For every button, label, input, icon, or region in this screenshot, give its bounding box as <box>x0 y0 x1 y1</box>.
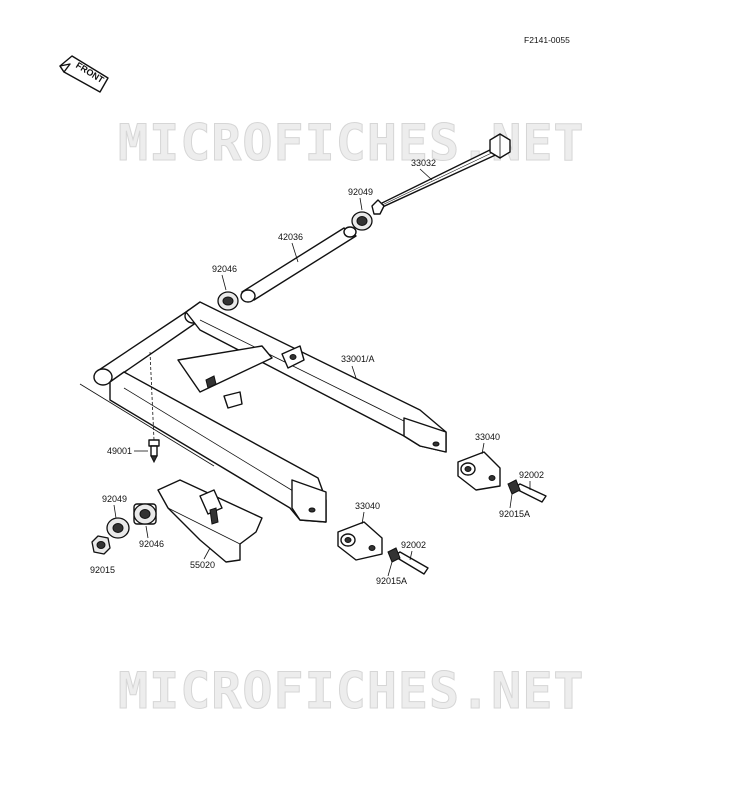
label-92002-right: 92002 <box>519 470 544 480</box>
label-49001: 49001 <box>107 446 132 456</box>
adjuster-33040-right <box>457 451 501 491</box>
label-92015A-mid: 92015A <box>376 576 407 586</box>
label-33032: 33032 <box>411 158 436 168</box>
label-92046-left: 92046 <box>139 539 164 549</box>
swingarm-33001A <box>93 301 447 523</box>
label-33040-right: 33040 <box>475 432 500 442</box>
nut-92015-left <box>91 535 111 555</box>
grease-fitting-49001 <box>148 351 160 464</box>
label-33001A: 33001/A <box>341 354 375 364</box>
label-55020: 55020 <box>190 560 215 570</box>
label-92049-left: 92049 <box>102 494 127 504</box>
label-92015A-right: 92015A <box>499 509 530 519</box>
label-42036: 42036 <box>278 232 303 242</box>
label-33040-mid: 33040 <box>355 501 380 511</box>
bolt-92002-right <box>507 479 547 503</box>
bearing-92046-left <box>133 503 157 525</box>
sleeve-42036 <box>240 226 357 303</box>
figure-code: F2141-0055 <box>524 35 570 45</box>
watermark-top: MICROFICHES.NET <box>118 114 585 172</box>
watermark-bottom: MICROFICHES.NET <box>118 662 585 720</box>
bolt-92002-mid <box>387 547 429 575</box>
seal-92049-left <box>106 517 130 539</box>
label-92049-top: 92049 <box>348 187 373 197</box>
chain-guide-55020 <box>79 383 263 563</box>
label-92015-left: 92015 <box>90 565 115 575</box>
front-arrow-icon: FRONT <box>59 55 109 93</box>
label-92002-mid: 92002 <box>401 540 426 550</box>
seal-92049-top <box>351 211 373 231</box>
pivot-shaft-33032 <box>371 133 511 215</box>
adjuster-33040-mid <box>337 521 383 561</box>
bearing-92046-top <box>217 291 239 311</box>
label-92046-top: 92046 <box>212 264 237 274</box>
